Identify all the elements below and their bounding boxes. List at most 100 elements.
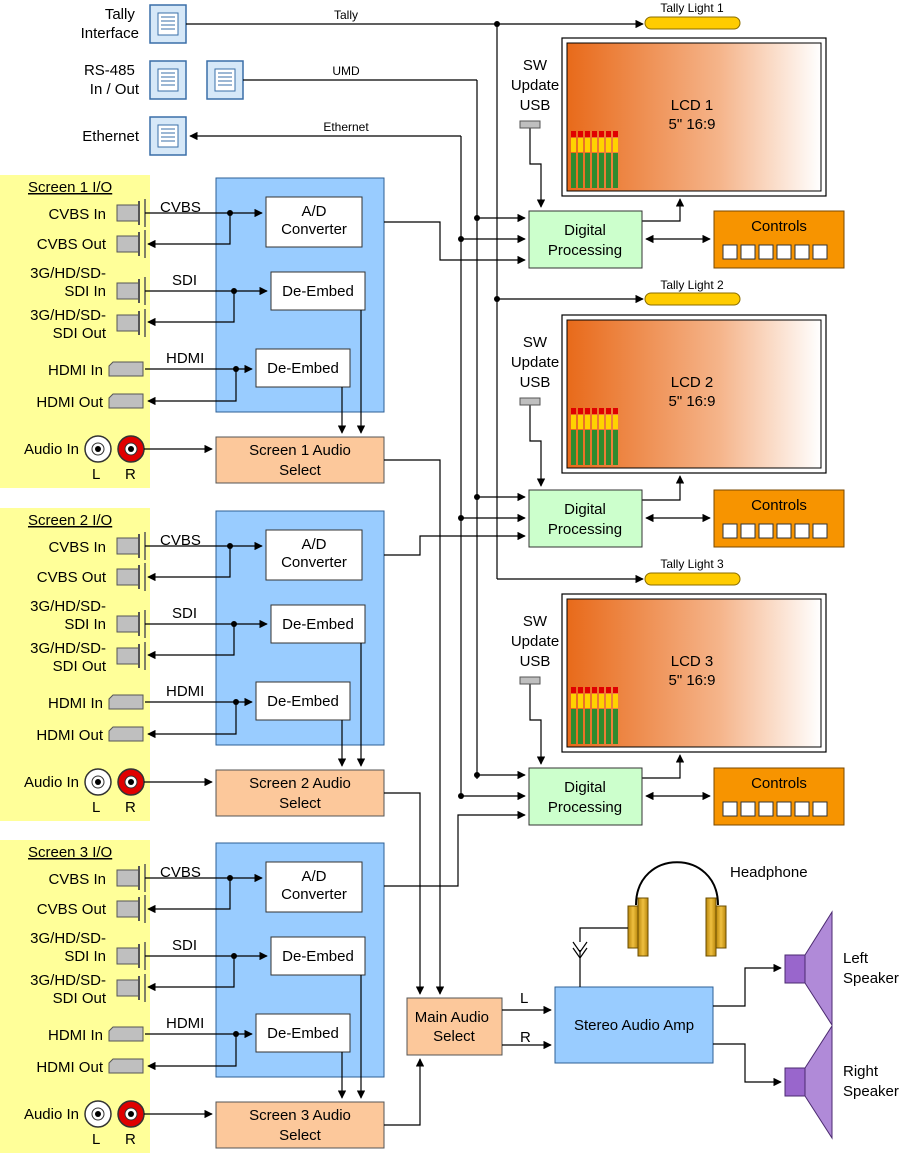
- control-button[interactable]: [794, 244, 810, 260]
- tally-light-1: [644, 16, 741, 30]
- control-button[interactable]: [740, 801, 756, 817]
- screen-wiring: [144, 684, 711, 1119]
- hdmi-out-connector-icon: [108, 1058, 144, 1074]
- audio-l-label: L: [92, 1131, 100, 1148]
- control-button[interactable]: [722, 523, 738, 539]
- rs485-label: RS-485 In / Out: [84, 62, 140, 98]
- screen-io-title: Screen 3 I/O: [28, 844, 112, 861]
- cvbs-in-bnc-icon: [116, 532, 146, 560]
- audio-select-routing: [384, 459, 445, 1126]
- audio-meter-icon: [571, 687, 618, 744]
- tally-light-3-label: Tally Light 3: [660, 557, 724, 571]
- cvbs-signal-label: CVBS: [160, 532, 201, 549]
- audio-right-rca-icon: [117, 435, 145, 463]
- right-speaker-icon: [784, 1024, 833, 1140]
- audio-r-label: R: [125, 799, 136, 816]
- controls-label: Controls: [751, 218, 807, 235]
- ethernet-jack-icon: [149, 116, 187, 156]
- cvbs-in-label: CVBS In: [48, 539, 106, 556]
- hdmi-de-embed-box: [255, 681, 351, 721]
- audio-meter-icon: [571, 131, 618, 188]
- audio-r-label: R: [125, 1131, 136, 1148]
- audio-l-label: L: [92, 799, 100, 816]
- sdi-de-embed-box: [270, 604, 366, 644]
- bus-lines: [186, 19, 644, 797]
- tally-light-1-label: Tally Light 1: [660, 1, 724, 15]
- hdmi-in-label: HDMI In: [48, 362, 103, 379]
- cvbs-in-label: CVBS In: [48, 206, 106, 223]
- hdmi-out-connector-icon: [108, 393, 144, 409]
- control-button[interactable]: [758, 523, 774, 539]
- sdi-de-embed-box: [270, 936, 366, 976]
- audio-l-label: L: [92, 466, 100, 483]
- sdi-in-label: 3G/HD/SD-SDI In: [30, 930, 106, 965]
- cvbs-out-bnc-icon: [116, 563, 146, 591]
- control-button[interactable]: [776, 801, 792, 817]
- tally-lights: Tally Light 1 Tally Light 2 Tally Light …: [644, 1, 741, 586]
- sdi-out-label: 3G/HD/SD-SDI Out: [30, 307, 107, 342]
- ad-converter-box: [265, 529, 363, 581]
- tally-signal-label: Tally: [334, 8, 358, 22]
- control-button[interactable]: [812, 523, 828, 539]
- sdi-out-label: 3G/HD/SD-SDI Out: [30, 640, 107, 675]
- digital-processing-box: [528, 767, 643, 826]
- cvbs-out-bnc-icon: [116, 230, 146, 258]
- control-button[interactable]: [812, 801, 828, 817]
- sdi-signal-label: SDI: [172, 272, 197, 289]
- ethernet-label: Ethernet: [82, 128, 140, 145]
- control-button[interactable]: [776, 523, 792, 539]
- tally-jack-icon: [149, 4, 187, 44]
- audio-in-label: Audio In: [24, 1106, 79, 1123]
- control-button[interactable]: [722, 801, 738, 817]
- stereo-amp-label: Stereo Audio Amp: [574, 1017, 694, 1034]
- control-button[interactable]: [740, 523, 756, 539]
- hdmi-out-label: HDMI Out: [36, 727, 104, 744]
- sdi-signal-label: SDI: [172, 937, 197, 954]
- headphone-connection: [572, 927, 628, 987]
- headphone-icon: [627, 861, 727, 957]
- right-speaker-label: Right Speaker: [843, 1063, 899, 1100]
- left-speaker-label: Left Speaker: [843, 950, 899, 987]
- control-button[interactable]: [758, 801, 774, 817]
- cvbs-in-bnc-icon: [116, 199, 146, 227]
- sdi-out-bnc-icon: [116, 642, 146, 670]
- headphone-label: Headphone: [730, 864, 808, 881]
- audio-r-label: R: [125, 466, 136, 483]
- hdmi-out-label: HDMI Out: [36, 1059, 104, 1076]
- audio-left-rca-icon: [84, 435, 112, 463]
- control-button[interactable]: [776, 244, 792, 260]
- control-button[interactable]: [740, 244, 756, 260]
- screen-wiring: [144, 128, 711, 454]
- digital-processing-box: [528, 210, 643, 269]
- amp-right-label: R: [520, 1029, 531, 1046]
- ad-converter-box: [265, 861, 363, 913]
- lcd-size: 5" 16:9: [668, 672, 715, 689]
- screen-wiring: [144, 405, 711, 787]
- lcd-name: LCD 1: [671, 97, 714, 114]
- screen-io-title: Screen 2 I/O: [28, 512, 112, 529]
- hdmi-de-embed-box: [255, 348, 351, 388]
- sdi-in-label: 3G/HD/SD-SDI In: [30, 265, 106, 300]
- tally-light-2-label: Tally Light 2: [660, 278, 724, 292]
- controls-label: Controls: [751, 497, 807, 514]
- audio-right-rca-icon: [117, 1100, 145, 1128]
- control-button[interactable]: [794, 801, 810, 817]
- hdmi-de-embed-box: [255, 1013, 351, 1053]
- tally-light-2: [644, 292, 741, 306]
- control-button[interactable]: [794, 523, 810, 539]
- control-button[interactable]: [812, 244, 828, 260]
- control-button[interactable]: [722, 244, 738, 260]
- control-button[interactable]: [758, 244, 774, 260]
